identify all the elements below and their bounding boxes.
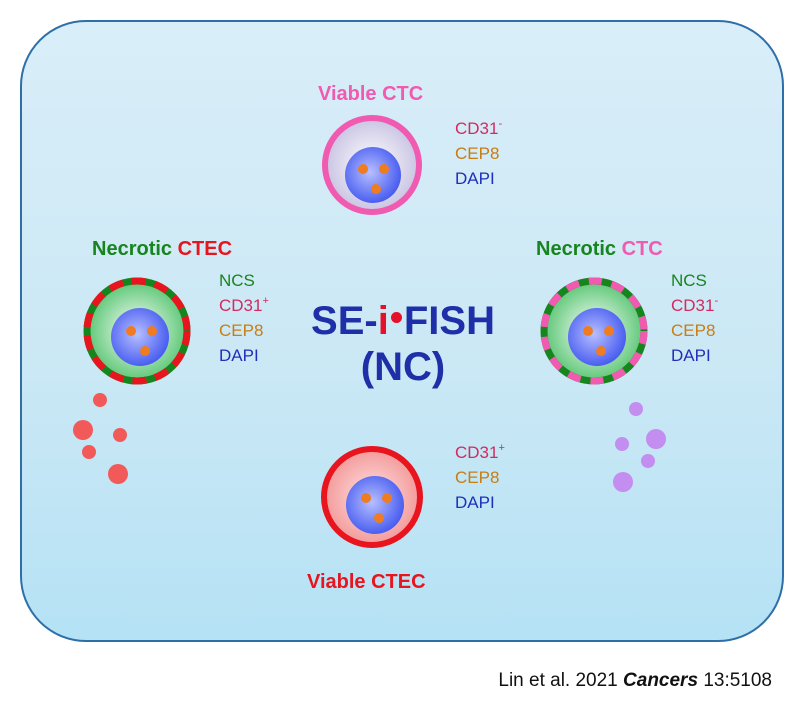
necrotic-ctec-title-part2: CTEC <box>177 238 233 260</box>
marker-dapi: DAPI <box>219 346 259 365</box>
necrotic-ctc-spot <box>583 326 593 336</box>
marker-cd31: CD31- <box>455 118 503 139</box>
necrotic-ctec-spot <box>126 326 136 336</box>
debris-particle <box>613 472 633 492</box>
viable-ctc-spot <box>371 184 381 194</box>
necrotic-ctc-title-part2: CTC <box>621 238 663 260</box>
citation: Lin et al. 2021 Cancers 13:5108 <box>498 670 772 692</box>
marker-cep8: CEP8 <box>671 321 716 340</box>
viable-ctec-title: Viable CTEC <box>307 571 426 593</box>
marker-dapi: DAPI <box>671 346 711 365</box>
debris-particle <box>646 429 666 449</box>
viable-ctec-cell <box>321 446 423 548</box>
viable-ctec-spot <box>374 513 384 523</box>
debris-particle <box>73 420 93 440</box>
necrotic-ctec-spot <box>147 326 157 336</box>
marker-cd31: CD31+ <box>219 295 269 316</box>
citation-journal: Cancers <box>623 670 699 691</box>
debris-particle <box>93 393 107 407</box>
debris-particle <box>641 454 655 468</box>
debris-particle <box>629 402 643 416</box>
marker-cep8: CEP8 <box>455 144 500 163</box>
marker-cd31: CD31+ <box>455 442 505 463</box>
marker-dapi: DAPI <box>455 493 495 512</box>
necrotic-ctc-debris <box>613 402 666 492</box>
viable-ctec-markers: CD31+ CEP8 DAPI <box>455 443 505 513</box>
necrotic-ctc-title-part1: Necrotic <box>536 238 617 260</box>
necrotic-ctc-markers: NCS CD31- CEP8 DAPI <box>671 271 718 366</box>
debris-particle <box>113 428 127 442</box>
necrotic-ctc-border-pink <box>540 277 648 385</box>
viable-ctec-nucleus <box>346 476 404 534</box>
viable-ctec-spot <box>382 493 392 503</box>
necrotic-ctec-cell <box>83 277 191 385</box>
marker-ncs: NCS <box>671 271 707 290</box>
viable-ctec-spot <box>361 493 371 503</box>
viable-ctc-cell <box>322 115 422 215</box>
marker-dapi: DAPI <box>455 169 495 188</box>
necrotic-ctc-title: Necrotic CTC <box>536 238 663 261</box>
necrotic-ctec-nucleus <box>111 308 169 366</box>
center-title-line2: (NC) <box>360 345 446 389</box>
viable-ctc-nucleus <box>345 147 401 203</box>
necrotic-ctc-spot <box>604 326 614 336</box>
citation-ref: 13:5108 <box>703 670 772 691</box>
viable-ctc-spot <box>358 164 368 174</box>
debris-particle <box>615 437 629 451</box>
marker-cep8: CEP8 <box>219 321 264 340</box>
viable-ctc-spot <box>379 164 389 174</box>
necrotic-ctc-cell <box>540 277 648 385</box>
red-dot-icon <box>390 312 402 323</box>
citation-authors: Lin et al. 2021 <box>498 670 618 691</box>
necrotic-ctec-title: Necrotic CTEC <box>92 238 232 261</box>
marker-ncs: NCS <box>219 271 255 290</box>
viable-ctc-markers: CD31- CEP8 DAPI <box>455 119 502 189</box>
debris-particle <box>82 445 96 459</box>
necrotic-ctec-border-red <box>83 277 191 385</box>
necrotic-ctc-spot <box>596 346 606 356</box>
necrotic-ctec-markers: NCS CD31+ CEP8 DAPI <box>219 271 269 366</box>
necrotic-ctc-nucleus <box>568 308 626 366</box>
viable-ctc-title: Viable CTC <box>318 83 424 105</box>
marker-cd31: CD31- <box>671 295 719 316</box>
necrotic-ctec-debris <box>73 393 128 484</box>
debris-particle <box>108 464 128 484</box>
marker-cep8: CEP8 <box>455 468 500 487</box>
necrotic-ctec-title-part1: Necrotic <box>92 238 173 260</box>
necrotic-ctec-spot <box>140 346 150 356</box>
